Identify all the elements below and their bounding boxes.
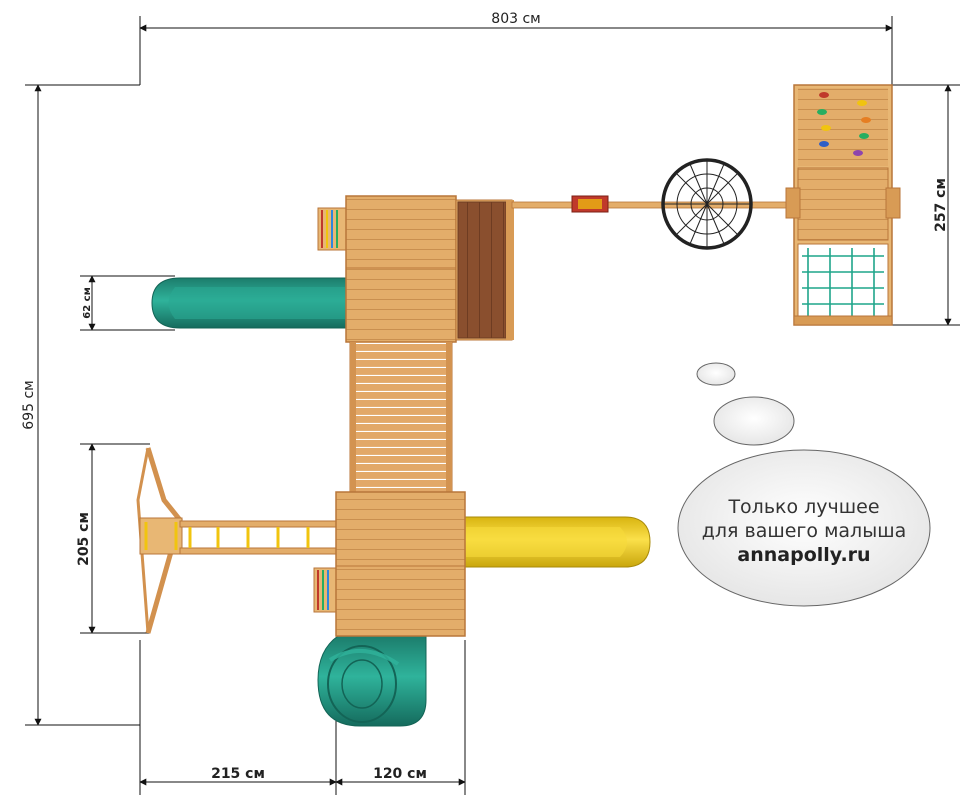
top-left-ladder [317,207,349,251]
bottom-left-ladder [313,567,337,613]
speech-bubble [677,362,931,607]
top-green-slide [151,277,349,329]
nest-swing [661,158,753,250]
slide-width-label: 62 см [82,287,93,319]
cross-beam [511,195,801,213]
top-tower-platform [345,195,514,343]
bottom-left-label: 215 см [211,766,265,782]
bubble-text-line2: для вашего малыша [702,520,906,542]
central-bridge [349,341,453,495]
total-width-label: 803 см [491,11,540,27]
yellow-slide [461,516,651,568]
bottom-right-label: 120 см [373,766,427,782]
bubble-text-line3: annapolly.ru [737,544,870,566]
swing-frame [136,447,339,634]
bubble-text-line1: Только лучшее [727,496,879,518]
total-height-label: 695 см [21,380,37,429]
tube-slide [317,635,427,727]
swing-width-label: 205 см [76,512,92,566]
tower-height-label: 257 см [933,178,949,232]
bottom-tower-platform [335,491,466,637]
right-tower [785,84,901,326]
dimension-lines [25,16,960,795]
